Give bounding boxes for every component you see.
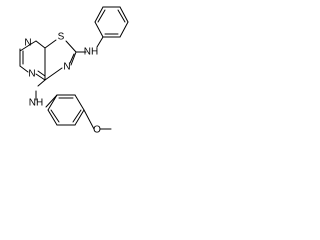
atom-label-nh-bottom: NH (29, 98, 43, 109)
chemical-structure-diagram: N N S N NH NH O (19, 6, 129, 136)
atom-label-n3: N (24, 38, 31, 49)
atom-label-o: O (93, 125, 101, 136)
atom-label-s: S (58, 32, 65, 43)
bond-lines (19, 6, 129, 130)
atom-label-n1: N (28, 69, 35, 80)
atom-label-nh-top: NH (84, 47, 98, 58)
atom-label-n-thiazole: N (63, 62, 70, 73)
